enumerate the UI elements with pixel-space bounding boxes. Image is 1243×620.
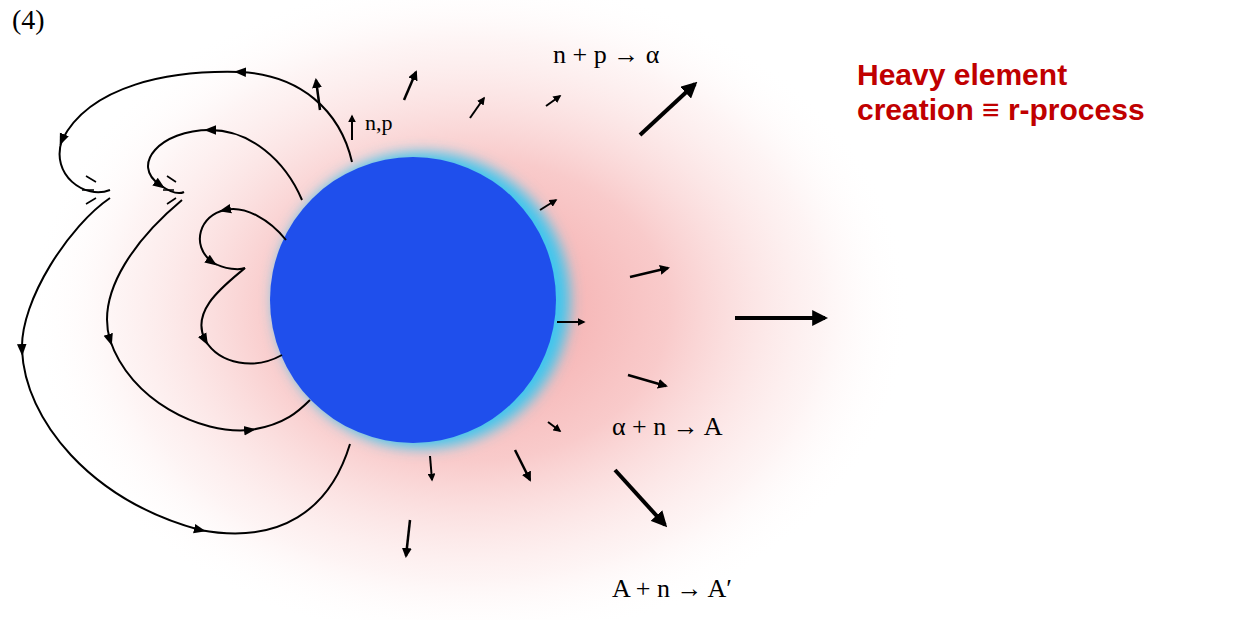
process-note: Heavy element creation ≡ r-process [857,58,1167,127]
cusp-ticks [82,176,176,204]
neutron-star [270,157,556,443]
field-lines [22,72,352,534]
outflow-arrows [316,72,825,556]
particle-label: n,p [365,110,393,135]
panel-number: (4) [12,4,45,36]
reaction-label: α + n → A [612,412,723,442]
reaction-label: n + p → α [553,40,659,70]
reaction-label: A + n → A′ [612,574,732,604]
